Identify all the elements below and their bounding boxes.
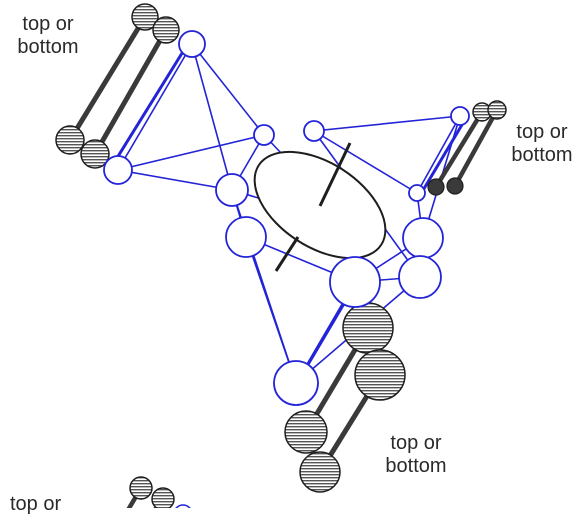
network-node bbox=[303, 120, 325, 142]
hatched-sphere bbox=[55, 125, 85, 155]
label-lower-right-line1: top or bbox=[390, 432, 442, 454]
hatched-sphere bbox=[152, 16, 180, 44]
network-node bbox=[398, 255, 442, 299]
hatched-sphere bbox=[80, 139, 110, 169]
network-node-partial bbox=[175, 504, 191, 508]
rod-highlight bbox=[110, 49, 186, 167]
edge bbox=[313, 130, 418, 194]
network-node bbox=[253, 124, 275, 146]
rod bbox=[67, 15, 148, 142]
ellipse-tick-upper bbox=[318, 142, 352, 207]
label-lower-right-line2: bottom bbox=[385, 455, 447, 477]
hatched-sphere bbox=[129, 476, 153, 500]
label-top-left: top or bottom bbox=[8, 13, 88, 59]
hatched-sphere bbox=[284, 410, 328, 454]
label-lower-right: top or bottom bbox=[374, 432, 458, 478]
network-node bbox=[450, 106, 470, 126]
edge bbox=[416, 115, 461, 194]
rod-pair-bottom-left bbox=[126, 476, 191, 508]
hatched-sphere bbox=[299, 451, 341, 493]
rod-pair-right bbox=[420, 100, 507, 196]
rod-pair-top-left bbox=[55, 3, 186, 169]
hatched-sphere bbox=[131, 3, 159, 31]
network-node bbox=[103, 155, 133, 185]
hatched-sphere bbox=[151, 487, 175, 508]
central-ellipse-group bbox=[253, 142, 387, 272]
network-node bbox=[329, 256, 381, 308]
network-node bbox=[178, 30, 206, 58]
network-nodes bbox=[103, 30, 470, 406]
network-node bbox=[408, 184, 426, 202]
rod bbox=[434, 110, 484, 189]
label-right: top or bottom bbox=[500, 121, 584, 167]
edge bbox=[117, 134, 265, 171]
label-right-line2: bottom bbox=[511, 144, 573, 166]
label-bottom-left-partial: top or bbox=[10, 493, 90, 516]
hatched-sphere bbox=[342, 302, 394, 354]
edge bbox=[191, 43, 265, 136]
network-node bbox=[215, 173, 249, 207]
hatched-sphere bbox=[446, 177, 464, 195]
ellipse-tick-lower bbox=[274, 236, 300, 272]
network-node bbox=[273, 360, 319, 406]
network-node bbox=[402, 217, 444, 259]
network-node bbox=[225, 216, 267, 258]
edge bbox=[191, 43, 233, 191]
label-bottom-left-line1: top or bbox=[10, 493, 62, 515]
rod bbox=[92, 28, 169, 156]
label-top-left-line1: top or bbox=[22, 13, 74, 35]
rod-pair-lower bbox=[284, 289, 406, 493]
hatched-sphere bbox=[427, 178, 445, 196]
label-right-line1: top or bbox=[516, 121, 568, 143]
rod-highlight bbox=[420, 117, 468, 193]
edge bbox=[313, 115, 461, 132]
hatched-sphere bbox=[487, 100, 507, 120]
rod bbox=[453, 108, 499, 188]
edge bbox=[117, 169, 233, 191]
edge bbox=[117, 43, 193, 171]
label-top-left-line2: bottom bbox=[17, 36, 79, 58]
hatched-sphere bbox=[354, 349, 406, 401]
